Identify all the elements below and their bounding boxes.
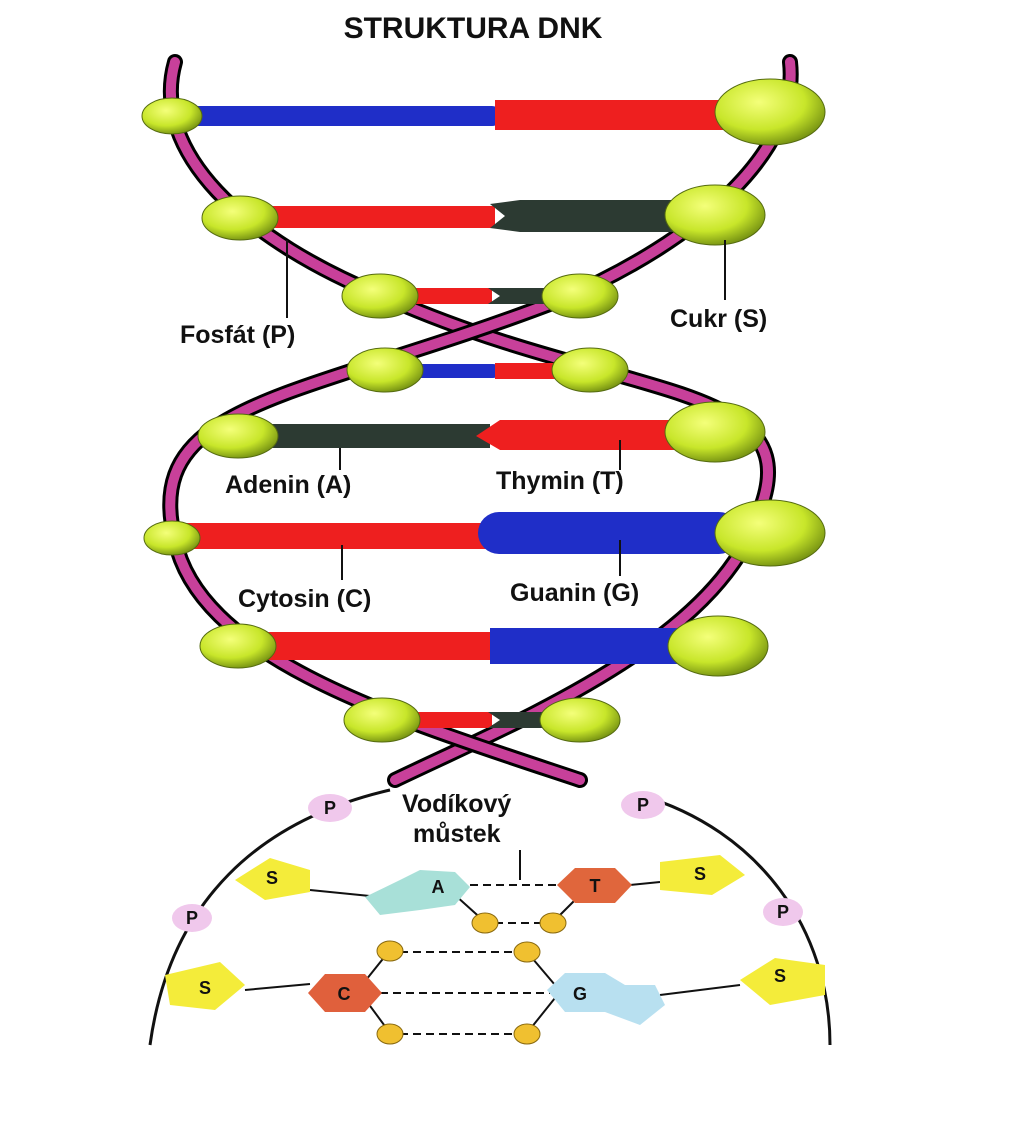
- phosphate-letter: P: [637, 795, 649, 815]
- rung-5-red: [476, 420, 705, 450]
- phosphate-node: [308, 794, 352, 822]
- label-guanine: Guanin (G): [510, 579, 639, 607]
- sugar-pentagon: [165, 962, 245, 1010]
- sugar-letter: S: [199, 978, 211, 998]
- node-6-right: [714, 499, 826, 567]
- rung-5-dark: [240, 424, 490, 448]
- bond-atom: [539, 912, 567, 934]
- sugar-letter: S: [694, 864, 706, 884]
- bond-atom: [376, 1023, 404, 1045]
- sugar-letter: S: [266, 868, 278, 888]
- sugar-pentagon: [235, 858, 310, 900]
- node-8-left: [343, 697, 421, 743]
- leader-lines: [286, 240, 726, 880]
- thymine-to-sugar-link: [629, 881, 661, 886]
- diagram-title: STRUKTURA DNK: [344, 12, 603, 45]
- guanine-base: [547, 973, 665, 1025]
- phosphate-node: [172, 904, 212, 932]
- sugar-to-cytosine-link: [244, 983, 311, 991]
- label-sugar: Cukr (S): [670, 305, 767, 333]
- phosphate-node: [763, 898, 803, 926]
- bond-atom: [376, 940, 404, 962]
- node-4-right: [551, 347, 629, 393]
- node-3-left: [341, 273, 419, 319]
- node-4-left: [346, 347, 424, 393]
- node-8-right: [539, 697, 621, 743]
- node-7-left: [199, 623, 277, 669]
- rung-2-dark: [490, 200, 705, 232]
- rung-1-blue: [172, 106, 502, 126]
- label-adenine: Adenin (A): [225, 471, 351, 499]
- guanine-to-sugar-link: [659, 984, 741, 996]
- label-hydrogen-bond-line1: Vodíkový: [402, 790, 511, 818]
- label-cytosine: Cytosin (C): [238, 585, 371, 613]
- phosphate-letter: P: [777, 902, 789, 922]
- sugar-pentagon: [740, 958, 825, 1005]
- node-1-left: [141, 97, 203, 135]
- label-thymine: Thymin (T): [496, 467, 624, 495]
- bond-atom: [513, 1023, 541, 1045]
- adenine-letter: A: [432, 877, 445, 897]
- sugar-to-adenine-link: [309, 889, 371, 897]
- node-5-left: [197, 413, 279, 459]
- sugar-letter: S: [774, 966, 786, 986]
- adenine-base: [365, 870, 470, 915]
- node-2-left: [201, 195, 279, 241]
- rung-2-red: [235, 206, 495, 228]
- node-2-right: [664, 184, 766, 246]
- node-5-right: [664, 401, 766, 463]
- phosphate-letter: P: [186, 908, 198, 928]
- label-hydrogen-bond-line2: můstek: [413, 820, 501, 848]
- rung-1-red: [495, 100, 725, 130]
- node-7-right: [667, 615, 769, 677]
- node-6-left: [143, 520, 201, 556]
- phosphate-letter: P: [324, 798, 336, 818]
- node-3-right: [541, 273, 619, 319]
- base-pair-schematic: P P P P S S S S A T C G: [148, 788, 832, 1046]
- rung-6-red: [168, 523, 488, 549]
- helix-nodes: [141, 78, 826, 743]
- sugar-pentagon: [660, 855, 745, 895]
- cytosine-letter: C: [338, 984, 351, 1004]
- bond-atom: [513, 941, 541, 963]
- guanine-letter: G: [573, 984, 587, 1004]
- node-1-right: [714, 78, 826, 146]
- rung-7-red: [235, 632, 495, 660]
- phosphate-node: [621, 791, 665, 819]
- rung-6-blue: [478, 512, 740, 554]
- thymine-letter: T: [590, 876, 601, 896]
- thymine-base: [557, 868, 632, 903]
- bond-atom: [471, 912, 499, 934]
- cytosine-base: [308, 974, 382, 1012]
- label-phosphate: Fosfát (P): [180, 321, 295, 349]
